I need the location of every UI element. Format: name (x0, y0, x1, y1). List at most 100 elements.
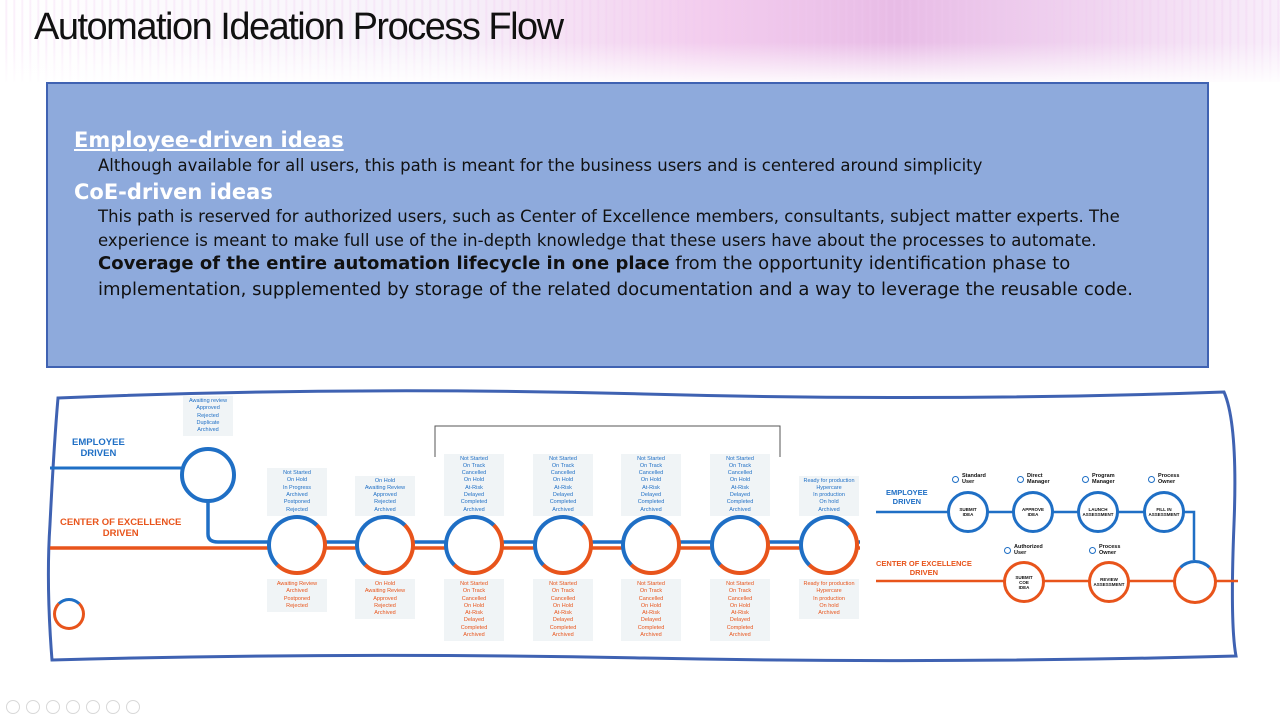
phase-2-top-status-5: Delayed (463, 492, 485, 499)
phase-4-top-status-6: Completed (637, 499, 665, 506)
phase-2-bottom-status-1: On Track (462, 588, 486, 595)
pen-icon[interactable] (46, 700, 60, 714)
phase-3-bottom-status-4: At-Risk (554, 610, 572, 617)
phase-4-top-status-7: Archived (640, 506, 662, 513)
right-employee-node-2-line-0: LAUNCH (1088, 507, 1108, 512)
phase-0-top-status-5: Rejected (286, 506, 308, 513)
right-qualification-node (1173, 560, 1217, 604)
phase-0-bottom-status-2: Postponed (283, 595, 311, 602)
phase-4-top-status-4: At-Risk (642, 484, 660, 491)
phase-3-bottom-status-2: Cancelled (550, 595, 576, 602)
phase-3-bottom-status-5: Delayed (552, 617, 574, 624)
phase-6-bottom-status-4: Archived (818, 610, 840, 617)
next-icon[interactable] (26, 700, 40, 714)
phase-2-top-status-0: Not Started (460, 455, 488, 462)
phase-4-bottom-status-2: Cancelled (638, 595, 664, 602)
diagram-outline (46, 389, 1238, 663)
idea-status-2: Rejected (197, 412, 219, 419)
phase-2-top-status-6: Completed (460, 499, 488, 506)
phase-node-4 (621, 515, 681, 575)
phase-1-top-status-0: On Hold (374, 477, 396, 484)
phase-node-6 (799, 515, 859, 575)
slides-icon[interactable] (66, 700, 80, 714)
idea-node (180, 447, 236, 503)
phase-5-bottom-status-4: At-Risk (731, 610, 749, 617)
phase-3-bottom-status-7: Archived (552, 632, 574, 639)
right-employee-node-0-line-0: SUBMIT (959, 507, 977, 512)
phase-node-1 (355, 515, 415, 575)
idea-status-4: Archived (197, 427, 219, 434)
phase-4-bottom-status-5: Delayed (640, 617, 662, 624)
slide-controls[interactable] (6, 700, 140, 714)
phase-2-bottom-status-7: Archived (463, 632, 485, 639)
right-coe-line-1: DRIVEN (909, 567, 939, 577)
phase-6-bottom-status-2: In production (813, 595, 845, 602)
right-employee-role-2-line-0: Program (1092, 473, 1115, 479)
right-employee-role-0-line-0: Standard (962, 473, 986, 479)
phase-4-top-status-1: On Track (639, 462, 663, 469)
phase-5-top-status-2: Cancelled (727, 470, 753, 477)
right-employee-node-3-line-1: ASSESSMENT (1148, 512, 1180, 517)
phase-node-3 (533, 515, 593, 575)
phase-3-top-status-2: Cancelled (550, 470, 576, 477)
phase-5-top-status-1: On Track (728, 462, 752, 469)
right-employee-node-1-line-1: IDEA (1027, 512, 1039, 517)
zoom-icon[interactable] (86, 700, 100, 714)
phase-3-top-status-0: Not Started (549, 455, 577, 462)
right-employee-node-0-line-1: IDEA (962, 512, 974, 517)
idea-status-3: Duplicate (196, 419, 220, 426)
more-icon[interactable] (126, 700, 140, 714)
phase-6-top-status-4: Archived (818, 506, 840, 513)
info-box: Employee-driven ideas Although available… (46, 82, 1209, 368)
title-banner (0, 0, 1280, 82)
phase-0-bottom-status-3: Rejected (286, 602, 308, 609)
phase-6-top-status-0: Ready for production (803, 477, 855, 484)
right-employee-role-3-line-1: Owner (1158, 479, 1176, 485)
phase-3-top-status-4: At-Risk (554, 484, 572, 491)
coe-driven-line-1: DRIVEN (102, 528, 139, 539)
employee-driven-heading: Employee-driven ideas (74, 128, 344, 152)
subtitle-icon[interactable] (106, 700, 120, 714)
phase-4-bottom-status-7: Archived (640, 632, 662, 639)
right-coe-node-1-line-1: ASSESSMENT (1093, 582, 1125, 587)
implementation-bracket (434, 425, 781, 457)
phase-5-top-status-4: At-Risk (731, 484, 749, 491)
phase-0-bottom-status-1: Archived (286, 588, 308, 595)
right-employee-role-1-line-1: Manager (1027, 479, 1050, 485)
prev-icon[interactable] (6, 700, 20, 714)
right-coe-role-0-line-0: Authorized (1014, 544, 1043, 550)
phase-4-bottom-status-0: Not Started (637, 581, 665, 587)
phase-4-bottom-status-6: Completed (637, 624, 665, 631)
right-coe-node-0-line-1: COE (1019, 579, 1029, 585)
phase-node-2 (444, 515, 504, 575)
phase-0-top-status-4: Postponed (283, 499, 311, 506)
phase-6-top-status-1: Hypercare (816, 484, 842, 491)
phase-4-top-status-0: Not Started (637, 455, 665, 462)
idea-status-1: Approved (196, 405, 220, 412)
phase-1-top-status-2: Approved (373, 492, 397, 499)
right-employee-line-1: DRIVEN (892, 496, 922, 506)
coe-driven-line-0: CENTER OF EXCELLENCE (60, 517, 182, 528)
